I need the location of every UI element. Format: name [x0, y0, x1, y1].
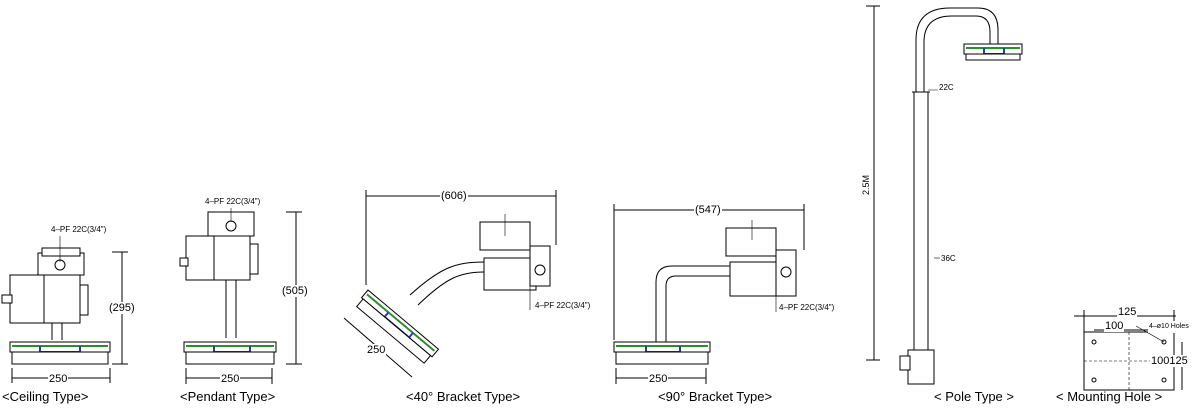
mount-outer-label: 125	[1117, 306, 1138, 318]
ceiling-height-label: (295)	[108, 302, 136, 314]
caption-mounting-hole: < Mounting Hole >	[1056, 389, 1163, 404]
caption-pole-type: < Pole Type >	[934, 389, 1014, 404]
b40-conduit-label: 4–PF 22C(3/4")	[534, 300, 592, 312]
bracket90-type-drawing	[613, 204, 805, 384]
ceiling-conduit-label: 4–PF 22C(3/4")	[50, 224, 108, 236]
pendant-width-label: 250	[220, 373, 241, 385]
pole-height-label: 2.5M	[860, 173, 872, 196]
pendant-type-drawing	[179, 208, 302, 384]
mount-holes-label: 4–ø10 Holes	[1148, 321, 1190, 333]
ceiling-type-drawing	[1, 233, 128, 383]
ceiling-width-label: 250	[48, 373, 69, 385]
b90-reach-label: (547)	[694, 204, 722, 216]
bracket40-type-drawing	[343, 190, 557, 378]
caption-40-bracket-type: <40° Bracket Type>	[406, 389, 521, 404]
caption-90-bracket-type: <90° Bracket Type>	[658, 389, 773, 404]
b90-conduit-label: 4–PF 22C(3/4")	[778, 302, 836, 314]
b40-reach-label: (606)	[440, 190, 468, 202]
pole-type-drawing	[866, 5, 1023, 385]
pole-diameter-label: 36C	[940, 253, 957, 265]
caption-ceiling-type: <Ceiling Type>	[2, 389, 89, 404]
mount-inner-label: 100	[1104, 320, 1125, 332]
pendant-height-label: (505)	[281, 285, 309, 297]
pole-top-diameter-label: 22C	[938, 82, 955, 94]
b40-width-label: 250	[366, 344, 387, 356]
mount-side-label: 100125	[1150, 355, 1189, 367]
b90-width-label: 250	[648, 373, 669, 385]
caption-pendant-type: <Pendant Type>	[180, 389, 276, 404]
pendant-conduit-label: 4–PF 22C(3/4")	[204, 196, 262, 208]
